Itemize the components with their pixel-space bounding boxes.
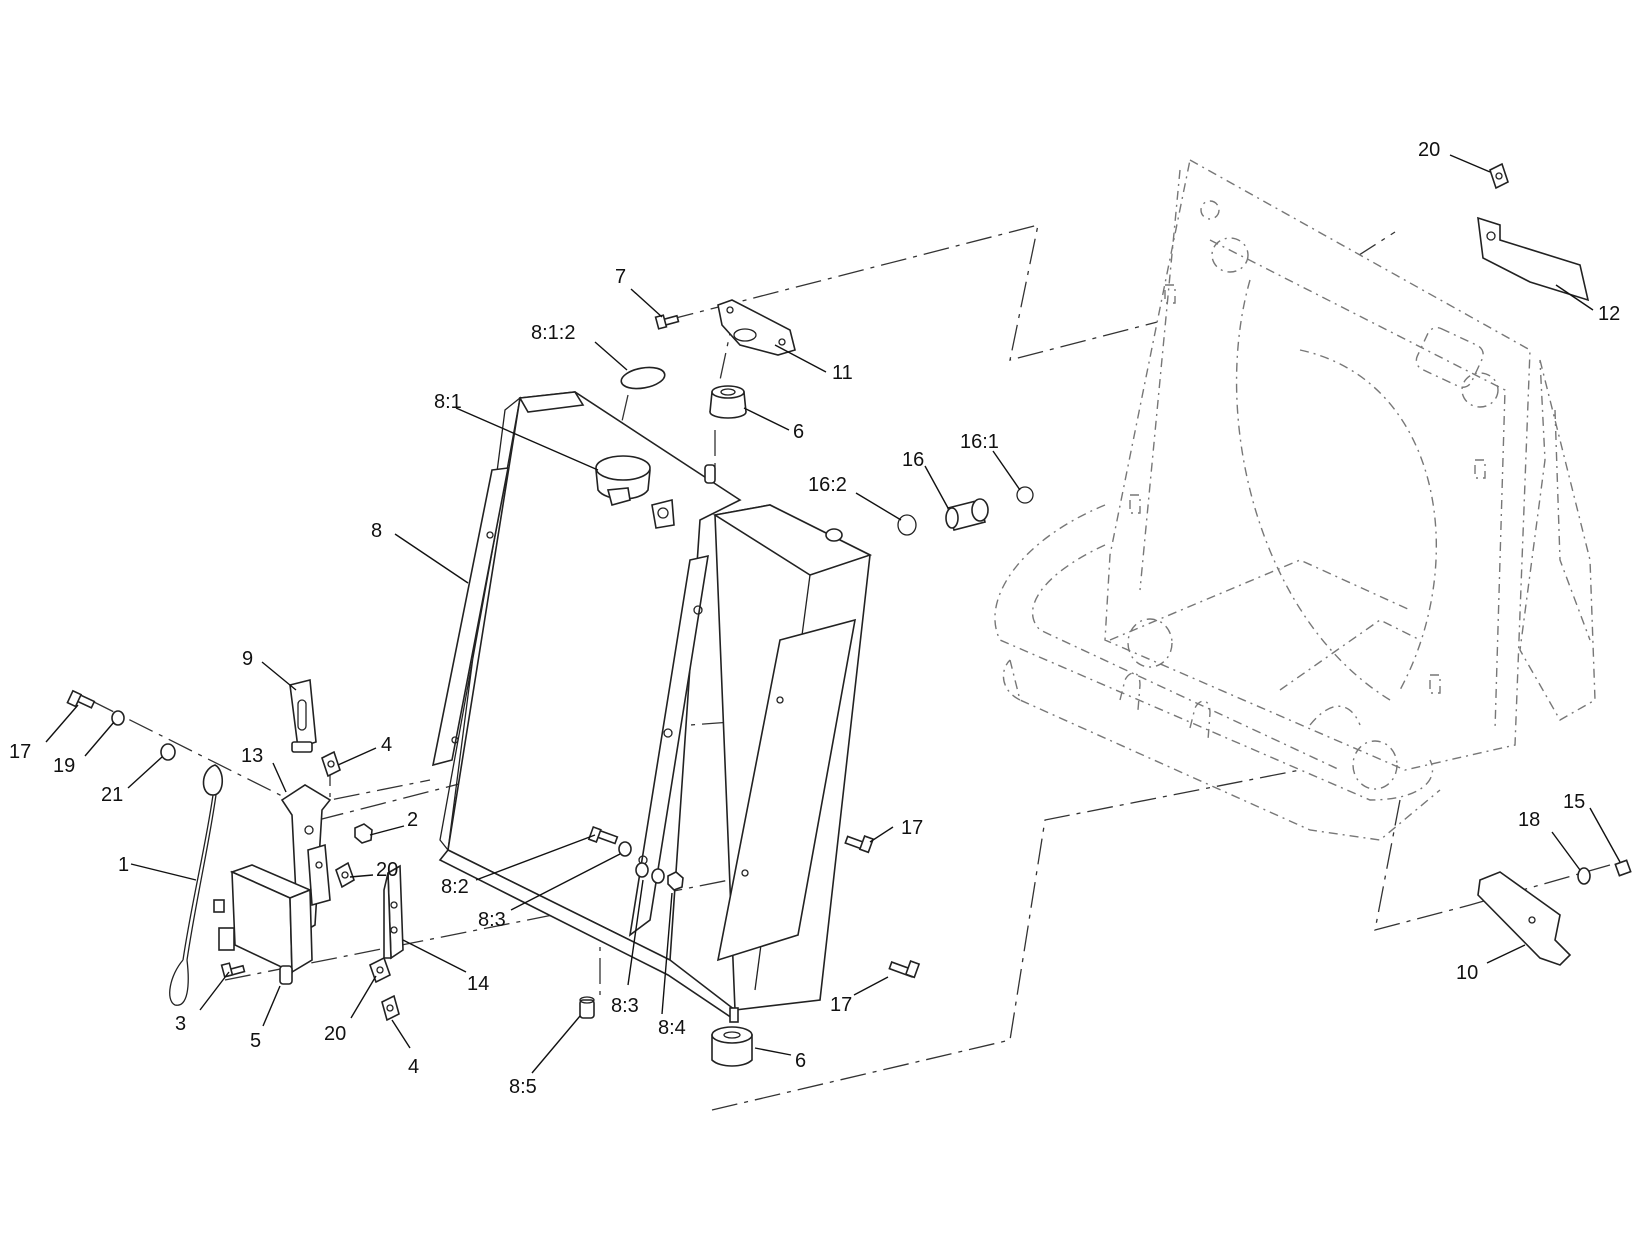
callout-8-1: 8:1 xyxy=(434,391,462,413)
callout-9: 9 xyxy=(242,648,253,670)
callout-13: 13 xyxy=(241,745,263,767)
bolt-8-2 xyxy=(587,825,619,845)
clip-20-left xyxy=(335,861,355,889)
callout-5: 5 xyxy=(250,1030,261,1052)
callout-21: 21 xyxy=(101,784,123,806)
callout-18: 18 xyxy=(1518,809,1540,831)
bracket-14 xyxy=(383,864,404,960)
bracket-13 xyxy=(280,784,332,937)
callout-8-4: 8:4 xyxy=(658,1017,686,1039)
clip-20-lower xyxy=(369,956,391,984)
washer-8-3c xyxy=(651,868,665,884)
washer-18 xyxy=(1577,867,1591,885)
callout-19: 19 xyxy=(53,755,75,777)
handle-9 xyxy=(289,678,317,753)
lower-isolator xyxy=(711,1026,753,1067)
callout-3: 3 xyxy=(175,1013,186,1035)
callout-10: 10 xyxy=(1456,962,1478,984)
upper-isolator xyxy=(709,385,747,419)
callout-11: 11 xyxy=(832,362,853,384)
nut-2 xyxy=(354,823,373,844)
bolt-17-lower xyxy=(888,960,921,979)
leader-lines xyxy=(45,154,1621,1074)
upper-mount-bracket xyxy=(717,299,796,356)
washer-8-3b xyxy=(635,862,649,878)
callout-12: 12 xyxy=(1598,303,1620,325)
bolt-7 xyxy=(654,314,680,330)
filler-neck xyxy=(595,455,675,529)
radiator-cap xyxy=(620,366,666,390)
callout-2: 2 xyxy=(407,809,418,831)
washer-8-3a xyxy=(618,841,632,857)
callout-14: 14 xyxy=(467,973,489,995)
callout-7: 7 xyxy=(615,266,626,288)
bolt-17-middle xyxy=(844,835,875,854)
callout-17-lower: 17 xyxy=(830,994,852,1016)
callout-6-upper: 6 xyxy=(793,421,804,443)
hose-fitting-assembly xyxy=(897,486,1034,536)
spacer-21 xyxy=(160,743,176,761)
clip-4-lower xyxy=(381,994,400,1022)
callout-16-2: 16:2 xyxy=(808,474,847,496)
shield-10 xyxy=(1477,871,1572,966)
callout-4-lower: 4 xyxy=(408,1056,419,1078)
callout-1: 1 xyxy=(118,854,129,876)
callout-16-1: 16:1 xyxy=(960,431,999,453)
callout-8-2: 8:2 xyxy=(441,876,469,898)
callout-labels: 17 19 21 1 9 13 4 2 20 3 5 20 14 4 8 8:1… xyxy=(9,139,1620,1098)
callout-8-3-left: 8:3 xyxy=(478,909,506,931)
control-module-5 xyxy=(213,864,313,985)
callout-8-3-right: 8:3 xyxy=(611,995,639,1017)
nut-8-4 xyxy=(667,871,684,891)
callout-17-middle: 17 xyxy=(901,817,923,839)
bolt-3 xyxy=(220,962,246,978)
clip-20-top xyxy=(1489,162,1509,190)
callout-6-lower: 6 xyxy=(795,1050,806,1072)
callout-20-top: 20 xyxy=(1418,139,1440,161)
cable-1 xyxy=(169,764,224,1006)
bolt-15 xyxy=(1614,859,1632,877)
dowel-pin xyxy=(704,464,716,484)
radiator-frame-ghost xyxy=(994,158,1596,841)
callout-15: 15 xyxy=(1563,791,1585,813)
clip-4-upper xyxy=(321,750,341,778)
callout-20-left: 20 xyxy=(376,859,398,881)
washer-19 xyxy=(111,710,125,726)
radiator-assembly xyxy=(431,391,873,1023)
sleeve-8-5 xyxy=(579,996,595,1019)
callout-8: 8 xyxy=(371,520,382,542)
callout-20-lower: 20 xyxy=(324,1023,346,1045)
callout-8-5: 8:5 xyxy=(509,1076,537,1098)
callout-17-left: 17 xyxy=(9,741,31,763)
plate-12 xyxy=(1477,216,1590,302)
callout-4-upper: 4 xyxy=(381,734,392,756)
callout-16: 16 xyxy=(902,449,924,471)
bolt-17-left xyxy=(66,689,96,709)
callout-8-1-2: 8:1:2 xyxy=(531,322,575,344)
